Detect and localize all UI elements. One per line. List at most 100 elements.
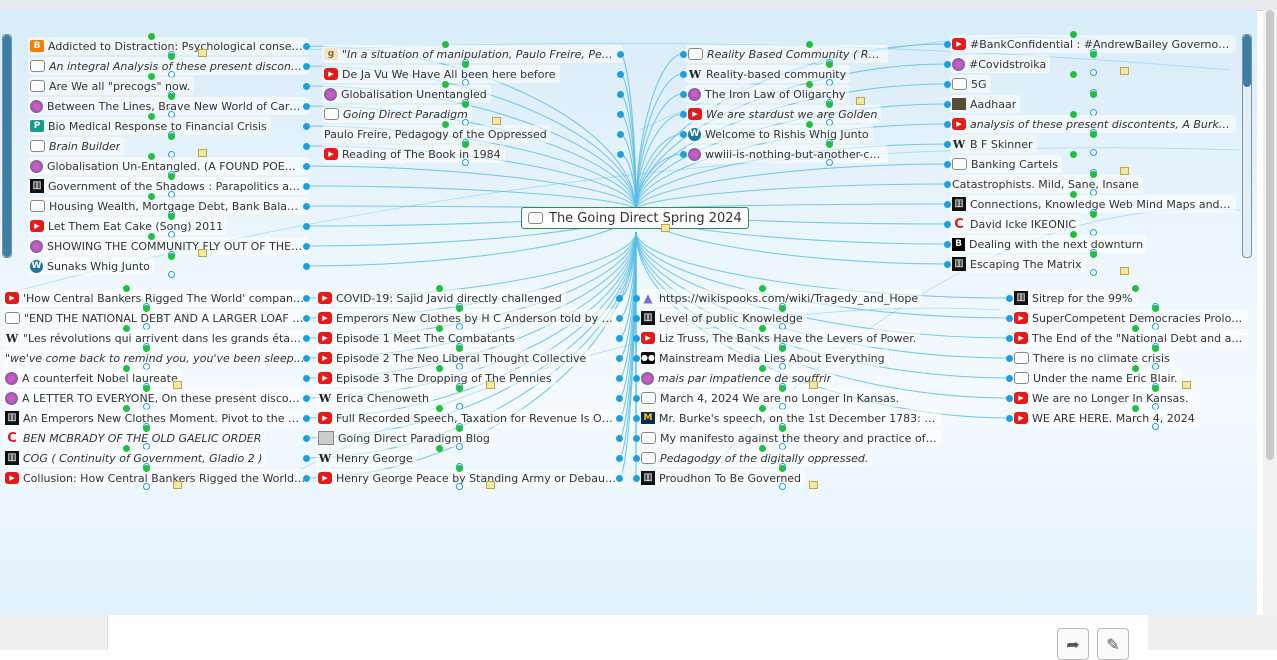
connector-dot[interactable]	[779, 425, 786, 432]
connector-dot[interactable]	[436, 285, 443, 292]
connector-dot[interactable]	[806, 81, 813, 88]
map-node[interactable]: 5G	[950, 75, 991, 93]
map-node[interactable]: ▶We are no Longer In Kansas.	[1012, 389, 1193, 407]
map-node[interactable]: ▥Sitrep for the 99%	[1012, 289, 1137, 307]
connector-dot[interactable]	[442, 81, 449, 88]
connector-dot[interactable]	[1090, 51, 1097, 58]
connector-dot[interactable]	[616, 355, 623, 362]
connector-dot[interactable]	[168, 213, 175, 220]
connector-dot[interactable]	[456, 443, 463, 450]
map-node[interactable]: ▲https://wikispooks.com/wiki/Tragedy_and…	[639, 289, 923, 307]
left-scrollbar-thumb[interactable]	[3, 35, 11, 257]
connector-dot[interactable]	[456, 465, 463, 472]
connector-dot[interactable]	[779, 385, 786, 392]
connector-dot[interactable]	[633, 335, 640, 342]
left-scrollbar[interactable]	[2, 34, 12, 258]
note-icon[interactable]	[198, 249, 207, 257]
connector-dot[interactable]	[806, 121, 813, 128]
connector-dot[interactable]	[143, 385, 150, 392]
connector-dot[interactable]	[1090, 149, 1097, 156]
connector-dot[interactable]	[148, 233, 155, 240]
connector-dot[interactable]	[1090, 269, 1097, 276]
connector-dot[interactable]	[303, 375, 310, 382]
connector-dot[interactable]	[1090, 251, 1097, 258]
connector-dot[interactable]	[1132, 365, 1139, 372]
map-node[interactable]: Going Direct Paradigm	[322, 105, 472, 123]
map-node[interactable]: ▶Liz Truss, The Banks Have the Levers of…	[639, 329, 921, 347]
connector-dot[interactable]	[148, 33, 155, 40]
connector-dot[interactable]	[168, 253, 175, 260]
map-node[interactable]: ▶Episode 2 The Neo Liberal Thought Colle…	[316, 349, 591, 367]
page-scrollbar-thumb[interactable]	[1266, 10, 1274, 460]
connector-dot[interactable]	[633, 475, 640, 482]
connector-dot[interactable]	[143, 483, 150, 490]
connector-dot[interactable]	[1090, 69, 1097, 76]
connector-dot[interactable]	[617, 151, 624, 158]
connector-dot[interactable]	[1070, 191, 1077, 198]
note-icon[interactable]	[173, 481, 182, 489]
map-node[interactable]: ▶'How Central Bankers Rigged The World' …	[3, 289, 309, 307]
central-topic-node[interactable]: The Going Direct Spring 2024	[521, 207, 749, 229]
connector-dot[interactable]	[616, 415, 623, 422]
connector-dot[interactable]	[633, 375, 640, 382]
map-node[interactable]: ●●Mainstream Media Lies About Everything	[639, 349, 889, 367]
map-node[interactable]: Under the name Eric Blair.	[1012, 369, 1182, 387]
connector-dot[interactable]	[303, 223, 310, 230]
map-node[interactable]: g"In a situation of manipulation, Paulo …	[322, 45, 623, 63]
connector-dot[interactable]	[826, 101, 833, 108]
connector-dot[interactable]	[616, 335, 623, 342]
map-node[interactable]: ▶Episode 1 Meet The Combatants	[316, 329, 519, 347]
note-icon[interactable]	[198, 49, 207, 57]
note-icon[interactable]	[809, 381, 818, 389]
connector-dot[interactable]	[680, 111, 687, 118]
right-scrollbar[interactable]	[1242, 34, 1252, 258]
map-node[interactable]: The Iron Law of Oligarchy	[686, 85, 850, 103]
connector-dot[interactable]	[779, 345, 786, 352]
map-node[interactable]: There is no climate crisis	[1012, 349, 1174, 367]
connector-dot[interactable]	[617, 71, 624, 78]
note-icon[interactable]	[1120, 267, 1129, 275]
connector-dot[interactable]	[1006, 415, 1013, 422]
map-node[interactable]: ▶Let Them Eat Cake (Song) 2011	[28, 217, 228, 235]
connector-dot[interactable]	[779, 483, 786, 490]
connector-dot[interactable]	[303, 455, 310, 462]
map-node[interactable]: Globalisation Un-Entangled. (A FOUND POE…	[28, 157, 309, 175]
connector-dot[interactable]	[633, 455, 640, 462]
map-node[interactable]: ▶Henry George Peace by Standing Army or …	[316, 469, 622, 487]
connector-dot[interactable]	[1006, 375, 1013, 382]
map-node[interactable]: Going Direct Paradigm Blog	[316, 429, 494, 447]
map-node[interactable]: ▥Government of the Shadows : Parapolitic…	[28, 177, 309, 195]
map-node[interactable]: My manifesto against the theory and prac…	[639, 429, 941, 447]
connector-dot[interactable]	[456, 345, 463, 352]
map-node[interactable]: ▥Proudhon To Be Governed	[639, 469, 806, 487]
note-icon[interactable]	[809, 481, 818, 489]
connector-dot[interactable]	[759, 405, 766, 412]
map-node[interactable]: ▶We are stardust we are Golden	[686, 105, 882, 123]
map-node[interactable]: Housing Wealth, Mortgage Debt, Bank Bala…	[28, 197, 309, 215]
connector-dot[interactable]	[826, 141, 833, 148]
connector-dot[interactable]	[303, 83, 310, 90]
map-node[interactable]: mais par impatience de souffrir	[639, 369, 836, 387]
connector-dot[interactable]	[436, 405, 443, 412]
connector-dot[interactable]	[616, 375, 623, 382]
connector-dot[interactable]	[944, 181, 951, 188]
connector-dot[interactable]	[1006, 335, 1013, 342]
connector-dot[interactable]	[944, 41, 951, 48]
connector-dot[interactable]	[1132, 325, 1139, 332]
connector-dot[interactable]	[680, 51, 687, 58]
map-node[interactable]: W"Les révolutions qui arrivent dans les …	[3, 329, 309, 347]
note-icon[interactable]	[492, 117, 501, 125]
connector-dot[interactable]	[616, 475, 623, 482]
connector-dot[interactable]	[168, 133, 175, 140]
note-icon[interactable]	[198, 149, 207, 157]
map-node[interactable]: ▥Escaping The Matrix	[950, 255, 1086, 273]
